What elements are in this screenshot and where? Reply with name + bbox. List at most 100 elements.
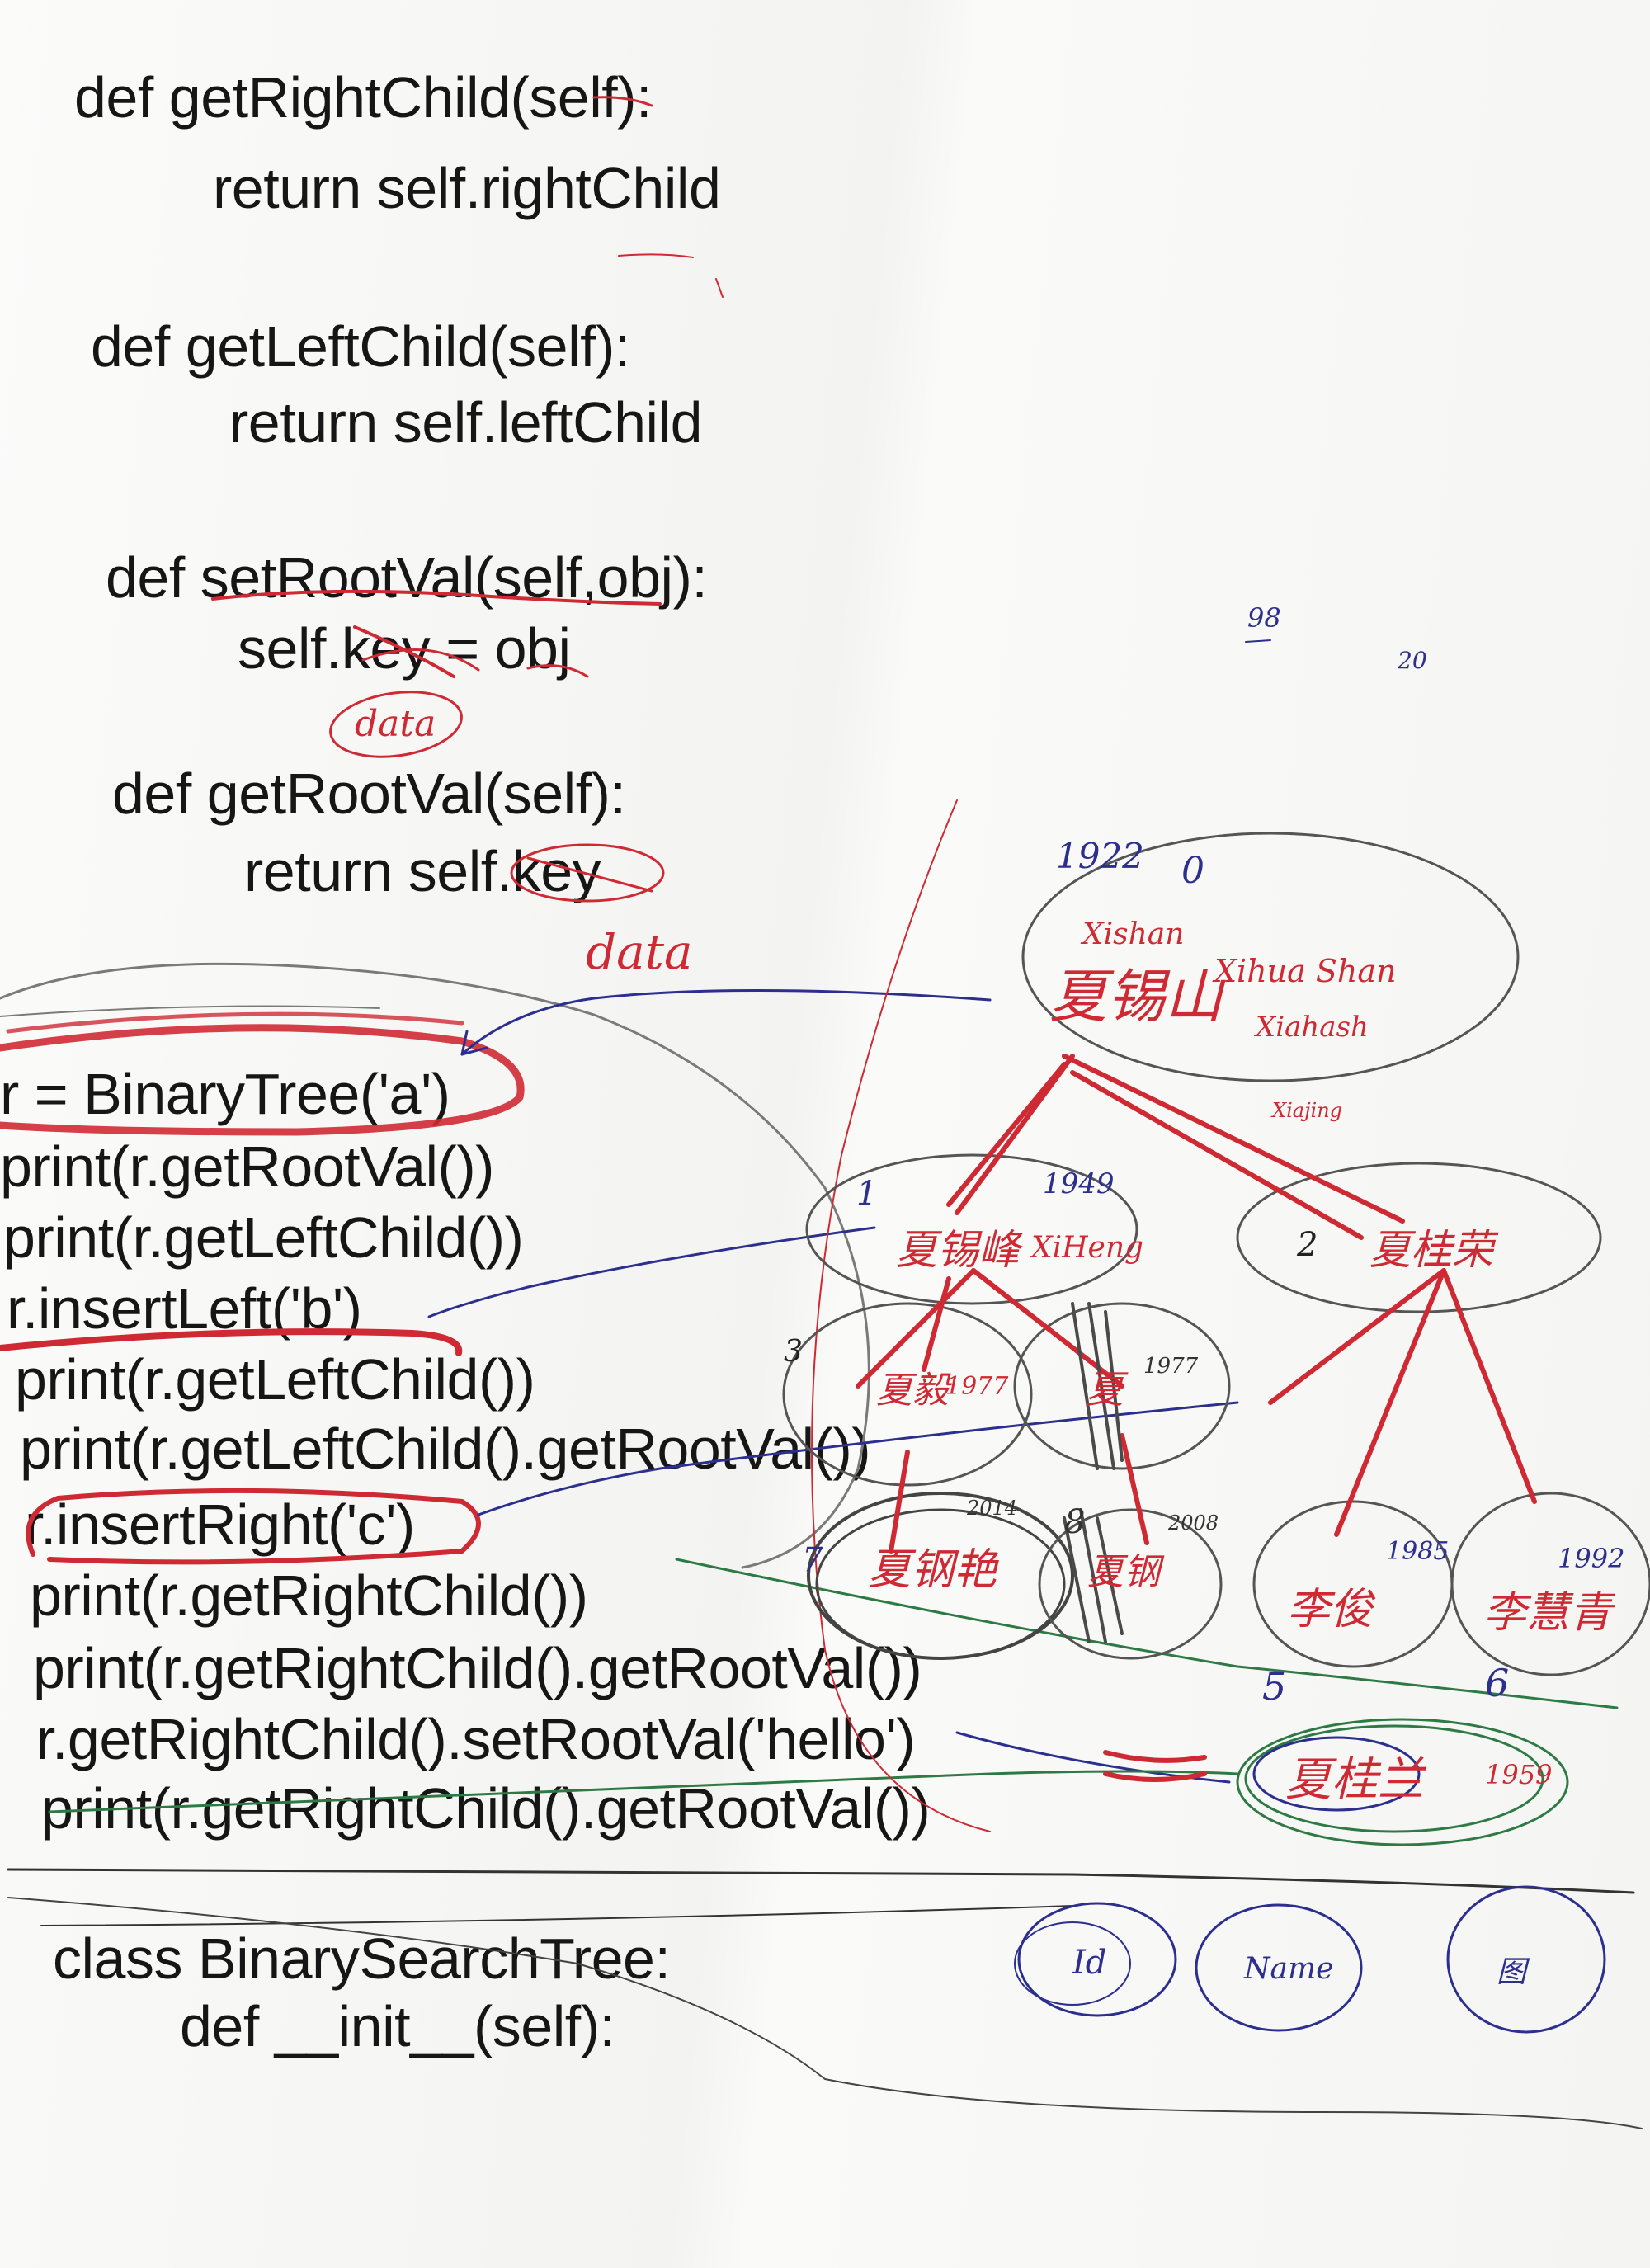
code-line-print-right-val-2: print(r.getRightChild().getRootVal()) xyxy=(41,1776,931,1841)
code-line-get-right-child: def getRightChild(self): xyxy=(74,65,653,130)
node-9-name: 夏桂兰 xyxy=(1285,1753,1427,1807)
code-line-set-root-val: def setRootVal(self,obj): xyxy=(106,545,708,610)
field-id-circle xyxy=(1017,1902,1177,2017)
separator-line-2 xyxy=(40,1905,1073,1926)
red-circle-key xyxy=(510,843,665,903)
root-name: 夏锡山 xyxy=(1049,963,1226,1030)
code-line-return-key: return self.key xyxy=(244,839,601,903)
node-1-number: 1 xyxy=(856,1175,877,1213)
node-8-number: 8 xyxy=(1064,1503,1085,1541)
code-line-print-right: print(r.getRightChild()) xyxy=(30,1563,588,1628)
pencil-scribbles xyxy=(1063,1302,1124,1643)
blue-dash xyxy=(1245,639,1271,643)
node-8-name: 夏钢 xyxy=(1087,1551,1165,1593)
node-7-number: 7 xyxy=(802,1541,823,1579)
code-line-insert-right: r.insertRight('c') xyxy=(25,1492,415,1557)
green-line-1 xyxy=(675,1558,1619,1709)
code-line-return-right-child: return self.rightChild xyxy=(213,156,721,220)
node-3-year: 1977 xyxy=(945,1372,1009,1401)
node-1-circle xyxy=(805,1153,1138,1305)
blue-arrow-insert-left xyxy=(427,1226,876,1318)
node-5-circle xyxy=(1252,1500,1454,1668)
blue-arrowhead-root xyxy=(460,1030,488,1056)
node-9-year: 1959 xyxy=(1485,1759,1552,1790)
blue-arrow-to-root xyxy=(460,988,992,1056)
blue-arrow-insert-right xyxy=(477,1401,1239,1516)
field-3-circle xyxy=(1446,1885,1606,2034)
code-line-get-left-child: def getLeftChild(self): xyxy=(91,314,630,379)
root-alt-2: Xiahash xyxy=(1253,1011,1369,1044)
note-20: 20 xyxy=(1397,647,1427,674)
blue-circle-hello-name xyxy=(1252,1736,1421,1812)
node-6-year: 1992 xyxy=(1558,1543,1624,1574)
code-line-set-right-val: r.getRightChild().setRootVal('hello') xyxy=(36,1707,916,1771)
root-pinyin: Xishan xyxy=(1080,917,1184,951)
node-1-name: 夏锡峰 xyxy=(896,1226,1023,1274)
green-circle-hello-2 xyxy=(1236,1718,1569,1846)
field-id-label: Id xyxy=(1072,1944,1106,1982)
node-5-number: 5 xyxy=(1262,1664,1286,1709)
node-5-name: 李俊 xyxy=(1287,1585,1376,1634)
code-line-self-key-assign: self.key = obj xyxy=(238,616,571,681)
handwritten-labels: data data 98 20 1922 0 Xishan 夏锡山 Xihua … xyxy=(355,602,1624,1989)
code-line-create-tree: r = BinaryTree('a') xyxy=(0,1062,450,1126)
code-line-return-left-child: return self.leftChild xyxy=(229,390,703,455)
green-circle-hello xyxy=(1244,1724,1544,1833)
node-2-name: 夏桂荣 xyxy=(1370,1226,1499,1274)
node-4-circle xyxy=(1013,1302,1231,1470)
node-7-circle-b xyxy=(815,1508,1066,1660)
node-3-number: 3 xyxy=(784,1335,803,1369)
note-98: 98 xyxy=(1247,602,1281,634)
root-alt-1: Xihua Shan xyxy=(1212,953,1397,989)
node-8-year: 2008 xyxy=(1167,1511,1219,1535)
note-data-2: data xyxy=(586,924,693,980)
red-strike-key-2 xyxy=(361,648,480,672)
pencil-curve-bottom xyxy=(7,1897,1643,2129)
field-id-circle-b xyxy=(1014,1921,1131,2006)
red-underline-self xyxy=(592,96,653,107)
code-line-print-root: print(r.getRootVal()) xyxy=(0,1134,494,1199)
node-2-number: 2 xyxy=(1296,1226,1318,1264)
node-1-year: 1949 xyxy=(1043,1167,1115,1200)
root-zero: 0 xyxy=(1181,850,1204,892)
node-4-name: 夏 xyxy=(1086,1367,1129,1412)
code-line-class-bst: class BinarySearchTree: xyxy=(53,1926,671,1991)
code-line-print-left-2: print(r.getLeftChild()) xyxy=(15,1347,535,1412)
pencil-loop-inner xyxy=(0,1005,380,1017)
code-line-print-left-val: print(r.getLeftChild().getRootVal()) xyxy=(20,1417,871,1481)
green-line-2 xyxy=(48,1770,1239,1813)
node-7-year: 2014 xyxy=(966,1497,1017,1520)
code-line-init: def __init__(self): xyxy=(180,1994,615,2058)
node-4-year: 1977 xyxy=(1143,1354,1199,1379)
red-underline-insert-left xyxy=(0,1328,463,1356)
field-name-label: Name xyxy=(1243,1952,1333,1986)
node-5-year: 1985 xyxy=(1386,1537,1449,1566)
node-6-number: 6 xyxy=(1485,1661,1509,1705)
red-scribble-hello xyxy=(1103,1750,1207,1782)
node-7-name: 夏钢艳 xyxy=(868,1545,999,1595)
node-8-circle xyxy=(1038,1508,1223,1660)
separator-line-1 xyxy=(7,1868,1635,1894)
code-line-get-root-val: def getRootVal(self): xyxy=(112,762,626,826)
node-1-pinyin: XiHeng xyxy=(1029,1231,1143,1265)
node-3-circle xyxy=(782,1302,1033,1487)
note-data-1: data xyxy=(355,703,436,745)
red-arrow-obj xyxy=(526,664,589,678)
node-2-circle xyxy=(1236,1162,1602,1313)
node-3-name: 夏毅 xyxy=(876,1370,952,1412)
root-alt-3: Xiajing xyxy=(1270,1099,1342,1122)
red-outline-tree xyxy=(811,799,991,1832)
code-line-print-right-val: print(r.getRightChild().getRootVal()) xyxy=(33,1636,922,1700)
red-tick-mark-2 xyxy=(715,278,724,298)
red-strike-key xyxy=(353,625,455,678)
red-underline-set-root-val xyxy=(211,589,662,606)
node-6-name: 李慧青 xyxy=(1483,1588,1616,1638)
red-circle-data xyxy=(329,691,463,758)
red-circle-binary-tree xyxy=(0,1024,525,1136)
field-name-circle xyxy=(1195,1903,1363,2032)
root-year: 1922 xyxy=(1056,836,1144,876)
red-strike-self-key xyxy=(526,856,653,893)
pencil-loop-around-code xyxy=(0,962,870,1569)
root-node-circle xyxy=(1021,832,1520,1082)
